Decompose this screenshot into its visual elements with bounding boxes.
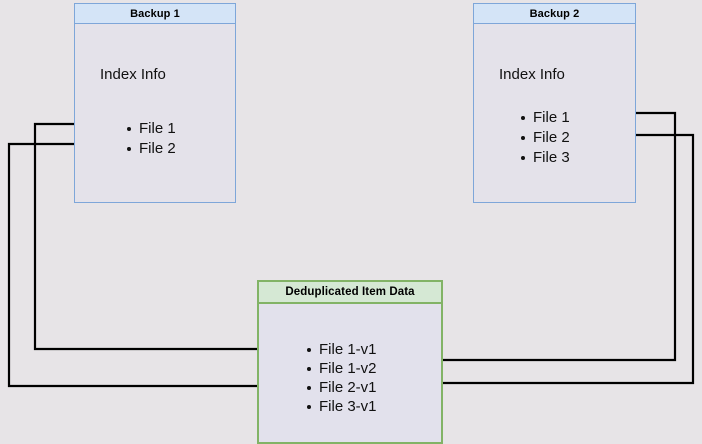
backup-1-box[interactable]: Backup 1 Index Info File 1 File 2: [74, 3, 236, 203]
list-item[interactable]: File 2: [520, 128, 570, 148]
deduplicated-item-data-box[interactable]: Deduplicated Item Data File 1-v1 File 1-…: [257, 280, 443, 444]
backup-1-title: Backup 1: [75, 4, 235, 24]
deduplicated-item-data-title: Deduplicated Item Data: [259, 282, 441, 304]
backup-2-box[interactable]: Backup 2 Index Info File 1 File 2 File 3: [473, 3, 636, 203]
backup-2-body: Index Info File 1 File 2 File 3: [474, 24, 635, 202]
backup-2-title: Backup 2: [474, 4, 635, 24]
dedup-file-list: File 1-v1 File 1-v2 File 2-v1 File 3-v1: [306, 340, 377, 416]
list-item[interactable]: File 2-v1: [306, 378, 377, 397]
list-item[interactable]: File 3: [520, 148, 570, 168]
backup-1-body: Index Info File 1 File 2: [75, 24, 235, 202]
backup-1-index-label: Index Info: [100, 66, 166, 83]
connector-backup1-file2-to-file2v1: [7, 142, 302, 393]
list-item[interactable]: File 1-v2: [306, 359, 377, 378]
backup-2-file-list: File 1 File 2 File 3: [520, 108, 570, 168]
connector-backup2-file1-to-file1v2: [394, 111, 677, 367]
list-item[interactable]: File 1: [520, 108, 570, 128]
connector-backup2-file2-to-file2v1: [390, 133, 695, 390]
backup-1-file-list: File 1 File 2: [126, 119, 176, 159]
list-item[interactable]: File 3-v1: [306, 397, 377, 416]
backup-2-index-label: Index Info: [499, 66, 565, 83]
list-item[interactable]: File 1-v1: [306, 340, 377, 359]
list-item[interactable]: File 1: [126, 119, 176, 139]
list-item[interactable]: File 2: [126, 139, 176, 159]
deduplicated-item-data-body: File 1-v1 File 1-v2 File 2-v1 File 3-v1: [259, 304, 441, 442]
